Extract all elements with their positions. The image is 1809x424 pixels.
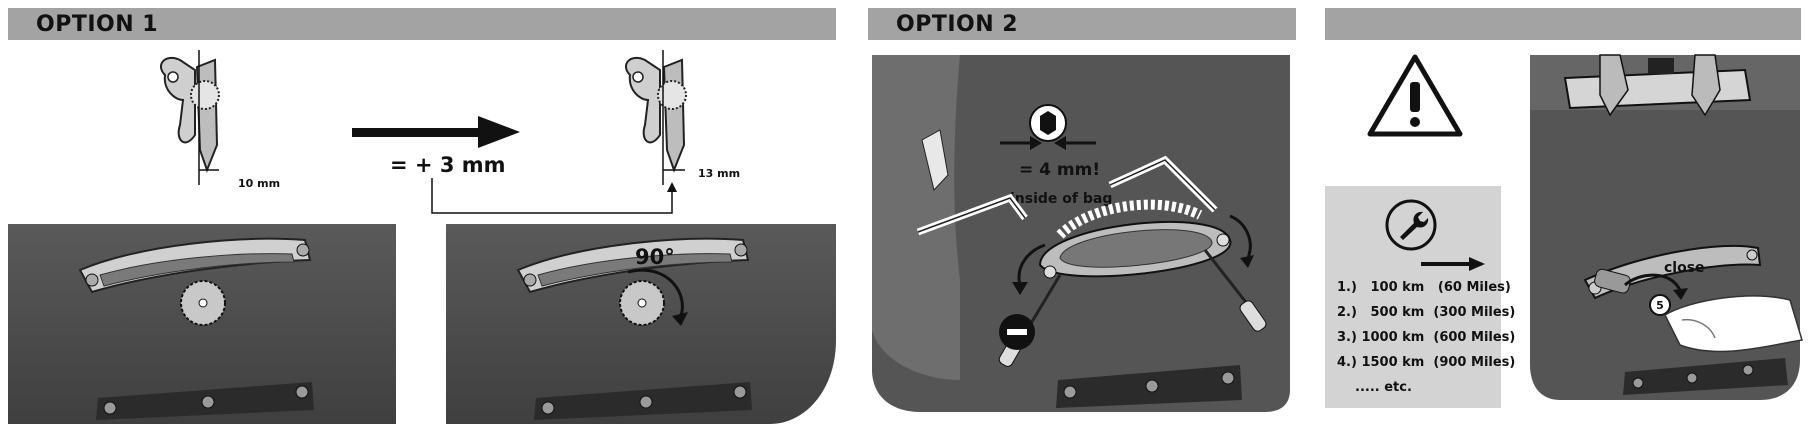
minus-icon (999, 314, 1035, 350)
schedule-etc: ..... etc. (1355, 380, 1412, 395)
gap-before-label: 10 mm (238, 177, 280, 190)
option1-illustration: 10 mm = + 3 mm 13 mm (8, 50, 836, 424)
hook-after-icon (625, 50, 687, 185)
increase-label: = + 3 mm (390, 153, 506, 177)
rotation-label: 90° (635, 245, 675, 269)
schedule-row-4: 4.) 1500 km (900 Miles) (1337, 355, 1516, 370)
bag-panel-before (8, 224, 396, 424)
bag-panel-after (446, 224, 836, 424)
hook-before-icon (160, 50, 220, 185)
connector-line (431, 178, 673, 214)
arrow-right-icon (1421, 257, 1485, 271)
close-label: close (1664, 260, 1705, 276)
schedule-row-2: 2.) 500 km (300 Miles) (1337, 305, 1516, 320)
big-arrow-icon (352, 116, 520, 148)
option3-header (1325, 8, 1801, 40)
wrench-icon (1385, 199, 1437, 251)
schedule-row-1: 1.) 100 km (60 Miles) (1337, 280, 1511, 295)
option2-header: OPTION 2 (868, 8, 1296, 40)
schedule-row-3: 3.) 1000 km (600 Miles) (1337, 330, 1516, 345)
option2-illustration: = 4 mm! inside of bag (872, 55, 1290, 412)
inside-bag-label: inside of bag (1010, 191, 1112, 207)
four-mm-label: = 4 mm! (1019, 160, 1100, 180)
torque-label: 5 (1656, 299, 1664, 312)
option2-title: OPTION 2 (896, 12, 1019, 37)
rotate-arrow-icon (627, 268, 684, 319)
hand-icon (1664, 295, 1803, 353)
warning-icon (1367, 54, 1463, 137)
gap-after-label: 13 mm (698, 167, 740, 180)
maintenance-schedule: 1.) 100 km (60 Miles) 2.) 500 km (300 Mi… (1325, 186, 1515, 408)
option3-illustration: 5 close (1530, 54, 1803, 400)
hex-icon (1029, 104, 1067, 142)
option1-title: OPTION 1 (36, 12, 159, 37)
option1-header: OPTION 1 (8, 8, 836, 40)
